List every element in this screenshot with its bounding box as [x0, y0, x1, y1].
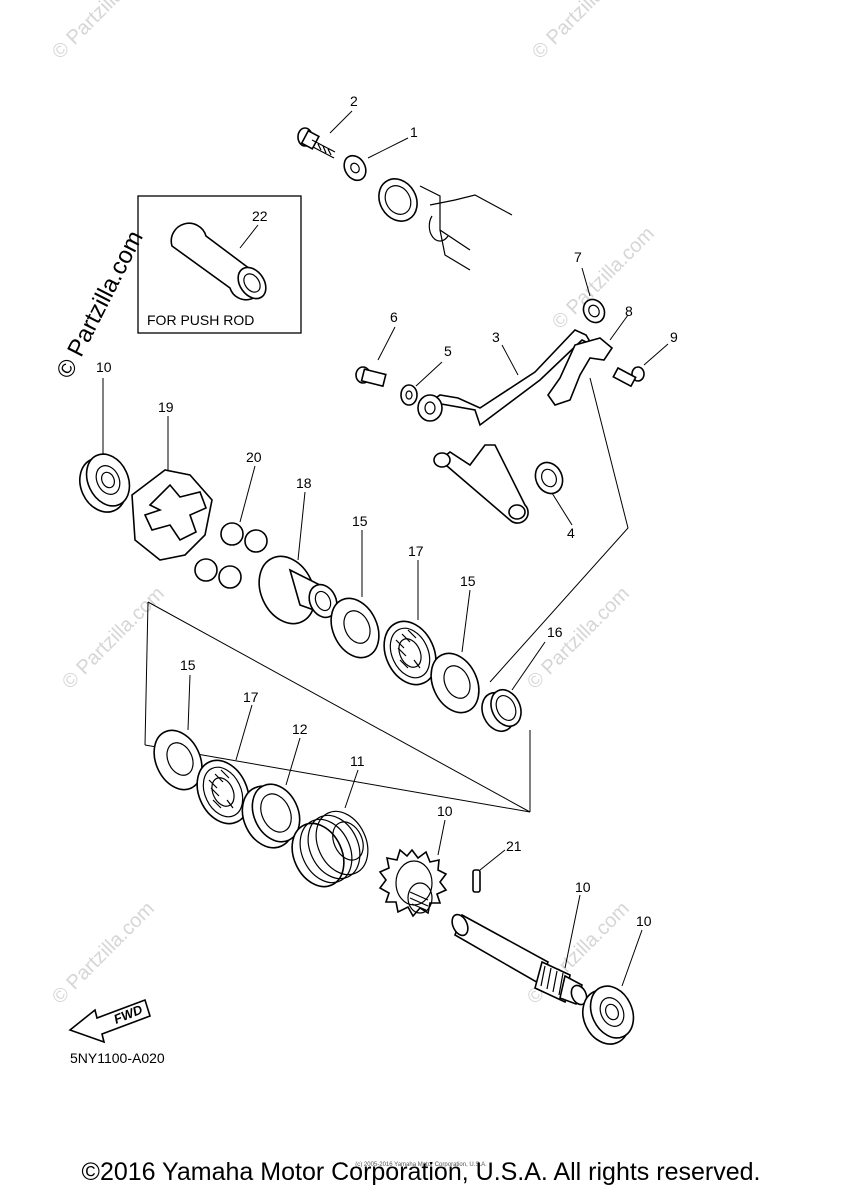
- callout-15a: 15: [352, 513, 368, 529]
- needle-bearing-17-b: 17: [196, 689, 259, 825]
- watermark-1: © Partzilla.com: [48, 0, 159, 64]
- callout-10a: 10: [96, 359, 112, 375]
- callout-11: 10: [575, 879, 591, 895]
- kick-gear-12: 10: [378, 803, 453, 918]
- push-rod-inset: 22 FOR PUSH ROD: [137, 195, 302, 334]
- bearing-10-bottom: 10: [582, 913, 652, 1045]
- watermark-6: © Partzilla.com: [48, 898, 159, 1009]
- diagram-code: 5NY1100-A020: [70, 1050, 165, 1066]
- spring-13: 11: [291, 753, 369, 888]
- callout-22: 22: [252, 208, 268, 224]
- callout-1: 1: [410, 124, 418, 140]
- pin-21: 21: [472, 838, 522, 893]
- watermark-5: © Partzilla.com: [523, 583, 634, 694]
- callout-19: 19: [158, 399, 174, 415]
- callout-17b: 17: [243, 689, 259, 705]
- callout-18: 18: [296, 475, 312, 491]
- copyright-footer: ©2016 Yamaha Motor Corporation, U.S.A. A…: [81, 1158, 761, 1186]
- callout-5: 5: [444, 343, 452, 359]
- callout-13: 11: [350, 753, 365, 769]
- washer-15-a: 15: [330, 513, 380, 659]
- shift-lever-assembly: 6 5 3 4 7 8 9: [355, 249, 678, 541]
- callout-6: 6: [390, 309, 398, 325]
- shift-shaft-top: 2 1: [297, 93, 513, 271]
- kick-shaft-11: 10: [451, 879, 591, 1006]
- washer-15-b: 15: [430, 573, 480, 714]
- callout-14: 12: [292, 721, 308, 737]
- callout-17a: 17: [408, 543, 424, 559]
- callout-8: 8: [625, 303, 633, 319]
- callout-10b: 10: [636, 913, 652, 929]
- watermark-4: © Partzilla.com: [58, 583, 169, 694]
- small-copyright: (c) 2005-2016 Yamaha Motor Corporation, …: [355, 1162, 487, 1168]
- fwd-arrow-icon: FWD: [68, 998, 151, 1044]
- bearing-10-top: 10: [79, 359, 131, 513]
- callout-2: 2: [350, 93, 358, 109]
- segment-19: 19: [131, 399, 213, 561]
- push-rod-label: FOR PUSH ROD: [147, 312, 254, 328]
- bushing-16: 16: [481, 624, 563, 733]
- callout-7: 7: [574, 249, 582, 265]
- callout-15c: 15: [180, 657, 196, 673]
- callout-16: 16: [547, 624, 563, 640]
- callout-20: 20: [246, 449, 262, 465]
- callout-12: 10: [437, 803, 453, 819]
- callout-4: 4: [567, 525, 575, 541]
- callout-15b: 15: [460, 573, 476, 589]
- callout-9: 9: [670, 329, 678, 345]
- callout-21: 21: [506, 838, 522, 854]
- collar-18: 18: [258, 475, 338, 625]
- callout-3: 3: [492, 329, 500, 345]
- watermark-2: © Partzilla.com: [528, 0, 639, 64]
- washer-15-c: 15: [153, 657, 203, 791]
- assembly-lines: [144, 377, 629, 813]
- needle-bearing-17-a: 17: [383, 543, 437, 686]
- collar-14: 12: [241, 721, 308, 849]
- balls-20: 20: [194, 449, 268, 589]
